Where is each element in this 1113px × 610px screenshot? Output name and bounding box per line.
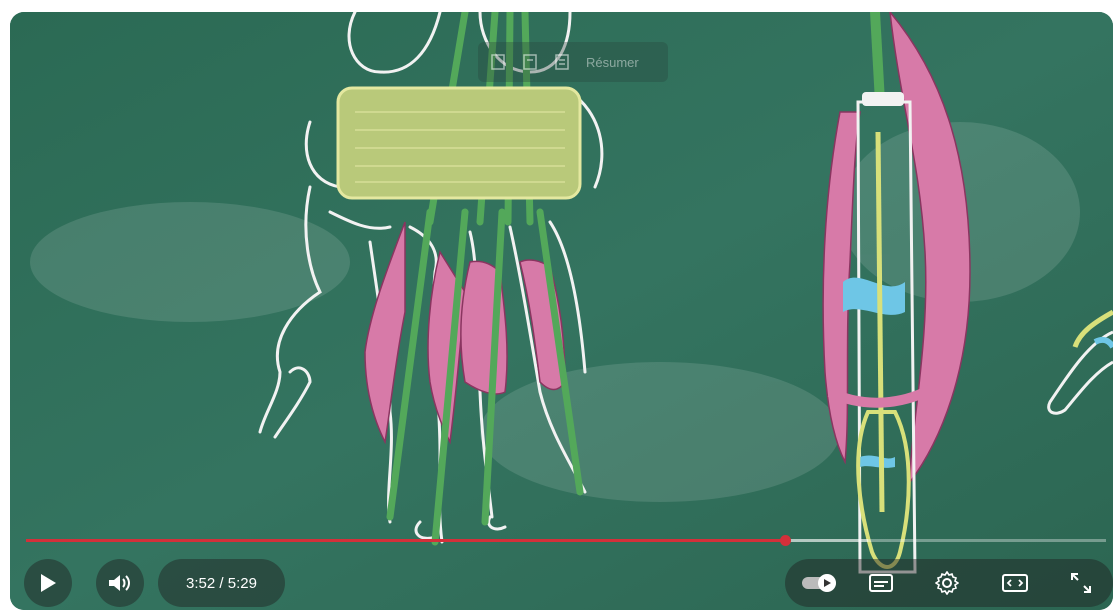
clip-icon[interactable] (490, 52, 508, 72)
summary-icon[interactable] (554, 52, 572, 72)
share-icon[interactable] (522, 52, 540, 72)
autoplay-toggle-icon (801, 573, 837, 593)
video-player[interactable]: Résumer 3:52 / 5:29 (10, 12, 1113, 610)
video-frame[interactable] (10, 12, 1113, 610)
fullscreen-icon (1069, 571, 1093, 595)
volume-icon (107, 572, 133, 594)
subtitles-button[interactable] (859, 559, 903, 607)
gear-icon (935, 571, 959, 595)
volume-button[interactable] (96, 559, 144, 607)
autoplay-toggle[interactable] (797, 559, 841, 607)
right-controls (785, 559, 1113, 607)
top-overlay: Résumer (478, 42, 668, 82)
summary-button[interactable]: Résumer (586, 55, 639, 70)
progress-bar[interactable] (26, 539, 1106, 542)
play-icon (38, 572, 58, 594)
play-button[interactable] (24, 559, 72, 607)
progress-played (26, 539, 785, 542)
retinaculum-drawing (338, 88, 580, 198)
time-display: 3:52 / 5:29 (158, 559, 285, 607)
theater-mode-icon (1002, 573, 1028, 593)
theater-mode-button[interactable] (993, 559, 1037, 607)
subtitles-icon (869, 573, 893, 593)
settings-button[interactable] (925, 559, 969, 607)
fullscreen-button[interactable] (1059, 559, 1103, 607)
